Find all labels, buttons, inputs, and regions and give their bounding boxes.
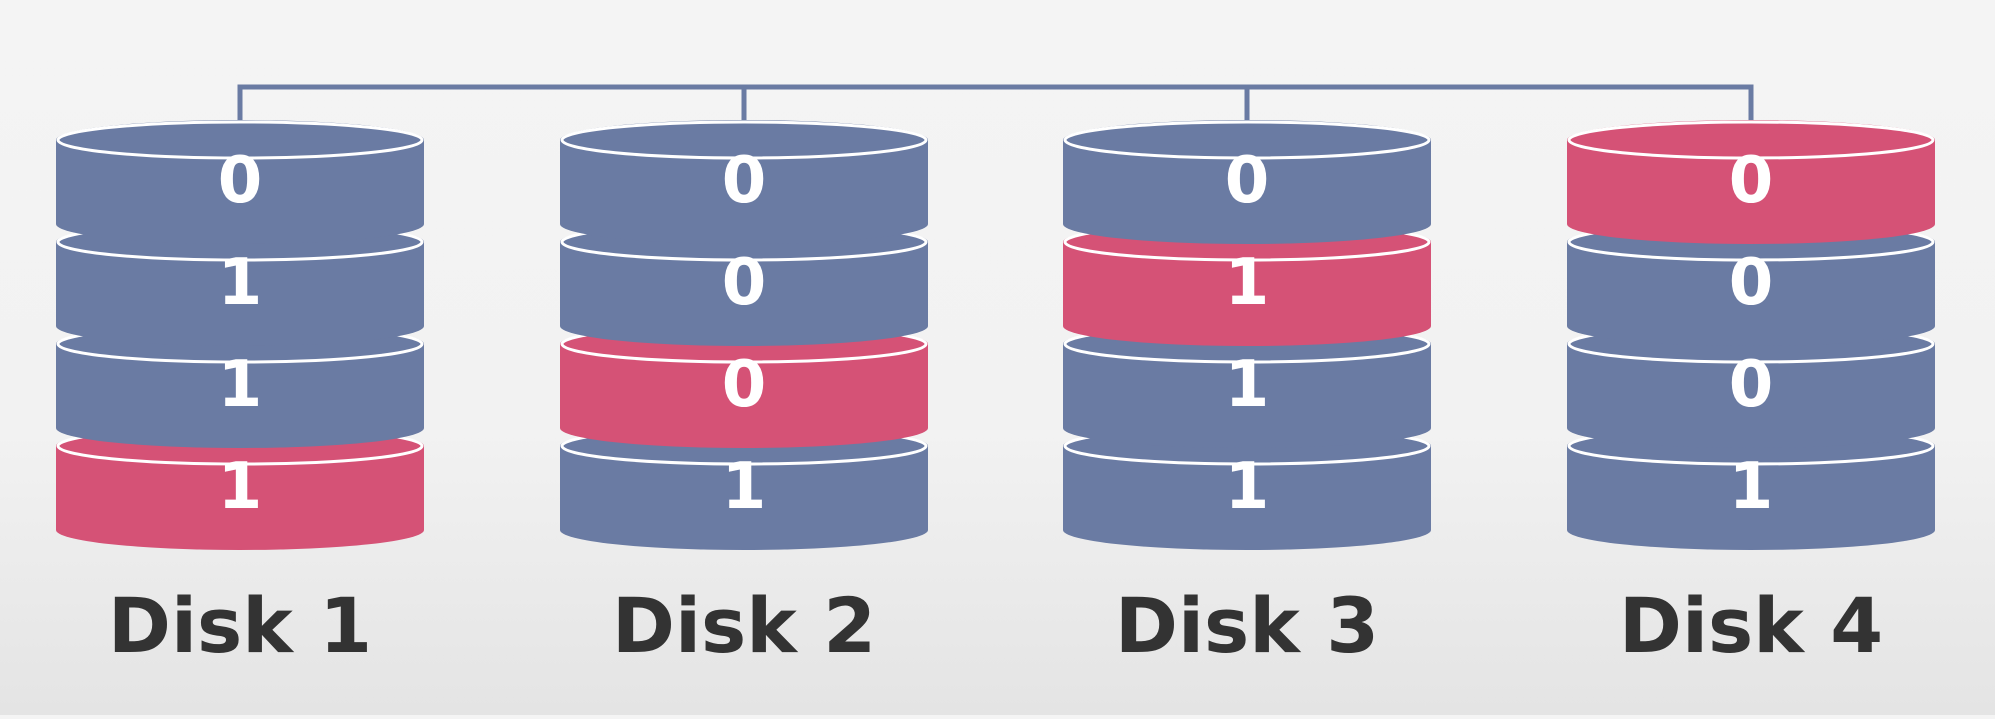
data-block: 0 (1063, 120, 1431, 244)
disk-4: 1 0 0 0 (1567, 120, 1935, 550)
parity-block: 0 (1567, 120, 1935, 244)
disk-label-3: Disk 3 (1115, 581, 1379, 670)
block-bit: 1 (218, 450, 263, 524)
block-bit: 0 (1225, 144, 1270, 218)
block-bit: 0 (1729, 348, 1774, 422)
bus-connector (237, 84, 1754, 122)
parity-block: 1 (56, 426, 424, 550)
block-bit: 0 (218, 144, 263, 218)
block-bit: 1 (722, 450, 767, 524)
block-bit: 1 (218, 246, 263, 320)
block-bit: 0 (722, 144, 767, 218)
block-top-cap (1567, 120, 1935, 160)
block-bit: 0 (722, 348, 767, 422)
disk-1: 1 1 1 0 (56, 120, 424, 550)
block-bit: 1 (1225, 348, 1270, 422)
disk-label-2: Disk 2 (612, 581, 876, 670)
disk-3: 1 1 1 0 (1063, 120, 1431, 550)
block-top-cap (560, 120, 928, 160)
disk-label-4: Disk 4 (1619, 581, 1883, 670)
disk-2: 1 0 0 0 (560, 120, 928, 550)
block-bit: 0 (1729, 246, 1774, 320)
block-bit: 1 (1225, 246, 1270, 320)
disk-array: 1 1 1 0 1 0 0 0 1 1 1 0 1 0 0 0 (56, 120, 1935, 550)
data-block: 0 (56, 120, 424, 244)
block-top-cap (1063, 120, 1431, 160)
disk-labels: Disk 1 Disk 2 Disk 3 Disk 4 (108, 581, 1883, 670)
disk-label-1: Disk 1 (108, 581, 372, 670)
data-block: 1 (1063, 426, 1431, 550)
data-block: 0 (560, 120, 928, 244)
block-top-cap (56, 120, 424, 160)
block-bit: 0 (1729, 144, 1774, 218)
block-bit: 1 (1225, 450, 1270, 524)
block-bit: 0 (722, 246, 767, 320)
block-bit: 1 (218, 348, 263, 422)
block-bit: 1 (1729, 450, 1774, 524)
